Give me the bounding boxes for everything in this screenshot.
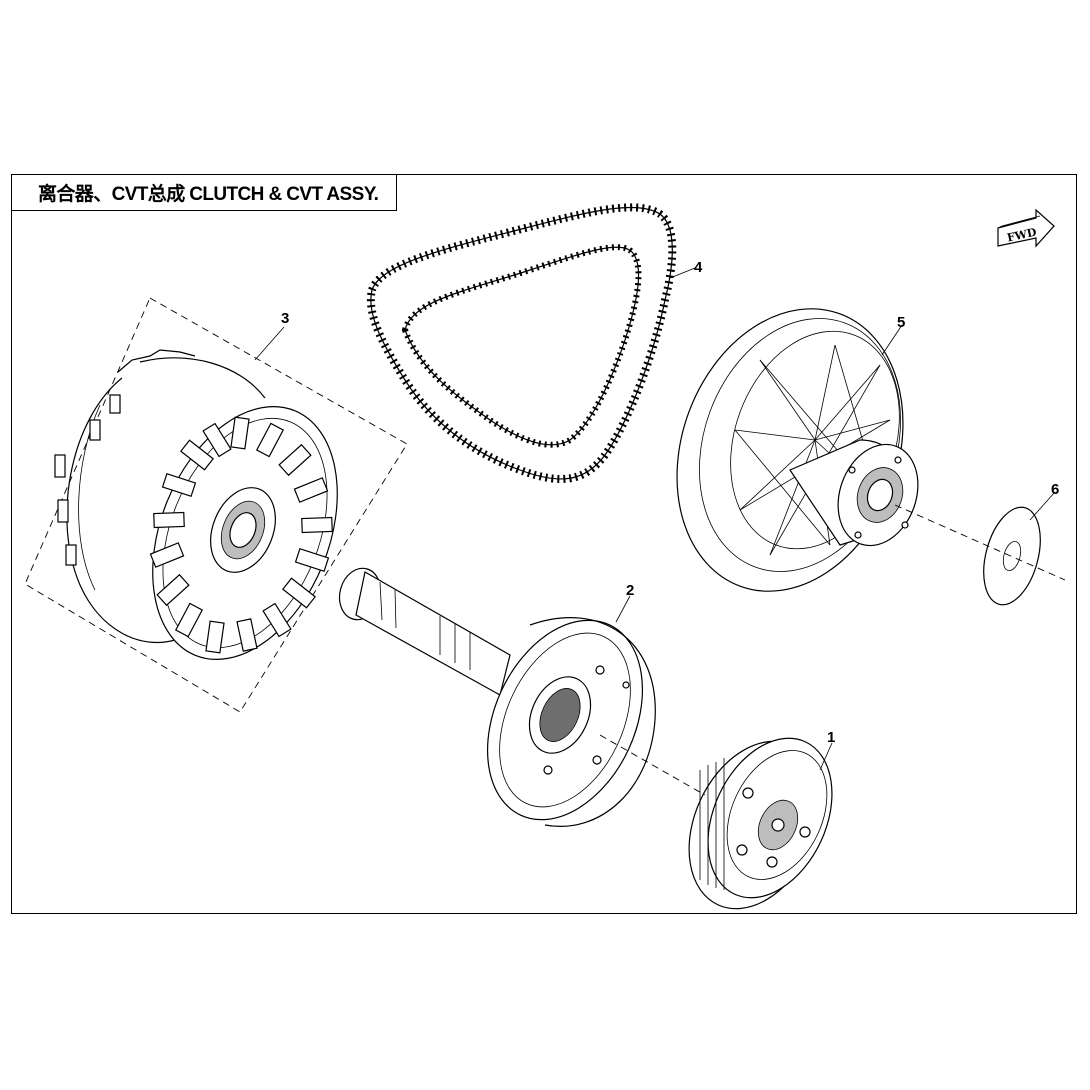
clutch-drum-shaft-icon xyxy=(338,567,656,827)
fwd-arrow-icon: FWD xyxy=(997,208,1055,248)
callout-5: 5 xyxy=(897,314,905,331)
diagram-title-box: 离合器、CVT总成 CLUTCH & CVT ASSY. xyxy=(11,174,397,211)
callout-6: 6 xyxy=(1051,481,1059,498)
callout-4: 4 xyxy=(694,259,703,276)
clutch-shoe-assembly-icon xyxy=(688,737,833,910)
callout-2: 2 xyxy=(626,582,634,599)
centerline-driven xyxy=(894,504,1066,581)
diagram-title: 离合器、CVT总成 CLUTCH & CVT ASSY. xyxy=(38,184,379,205)
drive-belt-icon xyxy=(366,203,677,483)
callout-3: 3 xyxy=(281,310,289,327)
centerline-drive xyxy=(599,734,706,796)
washer-icon xyxy=(983,506,1041,606)
leader-lines xyxy=(254,267,1056,771)
callout-1: 1 xyxy=(827,729,835,746)
fwd-label: FWD xyxy=(1006,226,1038,245)
drive-pulley-assembly-icon xyxy=(24,297,408,713)
driven-pulley-assembly-icon xyxy=(676,308,919,592)
